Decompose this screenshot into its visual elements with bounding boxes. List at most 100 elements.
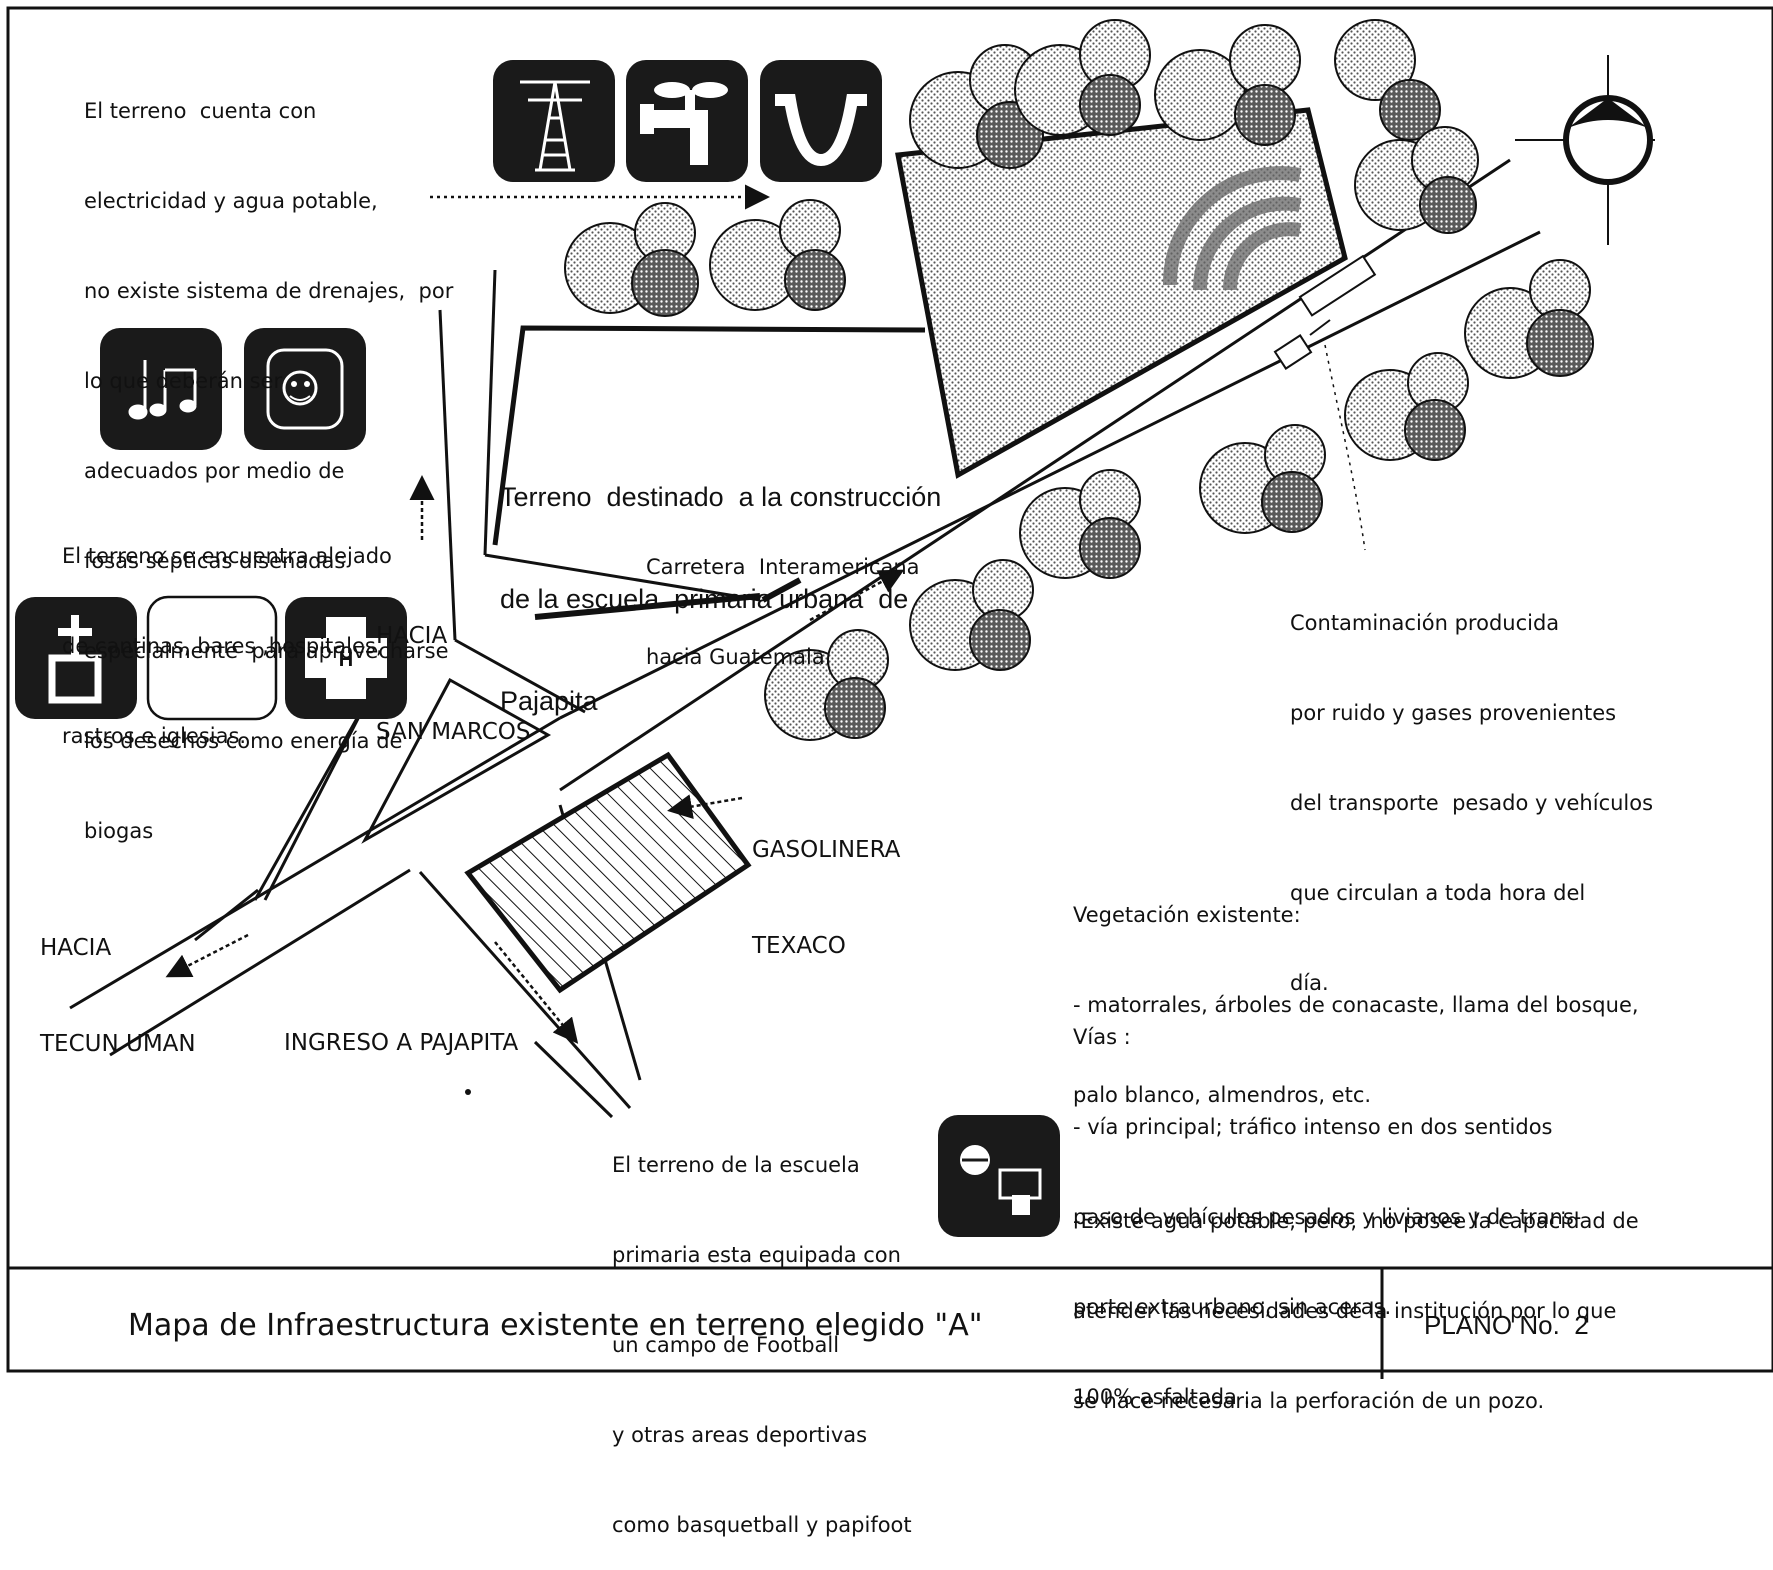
map-dot — [465, 1089, 471, 1095]
note-line: un campo de Football — [612, 1333, 840, 1357]
highway-edge-lower-west — [69, 716, 561, 1010]
note-line: - vía principal; tráfico intenso en dos … — [1073, 1115, 1553, 1139]
note-vegetation: Vegetación existente: - matorrales, árbo… — [1073, 840, 1639, 1140]
map-title: Mapa de Infraestructura existente en ter… — [128, 1308, 983, 1343]
tree-cluster-east — [1199, 259, 1594, 534]
note-line: no existe sistema de drenajes, por — [84, 279, 454, 303]
traffic-island — [361, 677, 552, 844]
stub-line-highway — [761, 577, 802, 603]
road-ingreso-left — [418, 871, 632, 1109]
label-line: GASOLINERA — [752, 837, 901, 863]
label-line: SAN MARCOS — [376, 719, 531, 745]
road-tecun-uman — [263, 704, 367, 901]
note-line: especialmente para aprovecharse — [84, 639, 449, 663]
direction-arrows — [165, 184, 905, 1044]
note-line: Vegetación existente: — [1073, 903, 1301, 927]
note-contamination: Contaminación producida por ruido y gase… — [1290, 548, 1653, 1028]
note-line: electricidad y agua potable, — [84, 189, 378, 213]
note-line: del transporte pesado y vehículos — [1290, 791, 1654, 815]
note-line: primaria esta equipada con — [612, 1243, 901, 1267]
label-line: HACIA — [40, 935, 112, 961]
label-line: HACIA — [376, 623, 448, 649]
road-san-marcos-right — [483, 269, 497, 556]
school-lot-boundary — [492, 325, 926, 546]
power-tower-icon — [493, 60, 615, 182]
note-line: rastros e iglesias. — [62, 724, 247, 748]
note-line: paso de vehículos pesados y livianos y d… — [1073, 1205, 1582, 1229]
tree-cluster-school — [564, 199, 846, 317]
note-line: Carretera Interamericana — [646, 555, 920, 579]
hospital-leader — [253, 712, 362, 901]
note-line: que circulan a toda hora del — [1290, 881, 1586, 905]
gas-station-parcel — [464, 751, 752, 994]
church-cross-icon — [15, 597, 137, 719]
hospital-icon: H — [285, 597, 407, 719]
label-line: TECUN UMAN — [40, 1031, 196, 1057]
bar-face-icon — [244, 328, 366, 450]
note-line: como basquetball y papifoot — [612, 1513, 912, 1537]
note-line: palo blanco, almendros, etc. — [1073, 1083, 1372, 1107]
svg-text:H: H — [339, 649, 353, 671]
note-distance: El terreno se encuentra alejado de canti… — [62, 481, 392, 781]
note-line: fosas sépticas disenadas — [84, 549, 346, 573]
label-tecun-uman: HACIA TECUN UMAN — [40, 868, 196, 1092]
note-line: adecuados por medio de — [84, 459, 345, 483]
road-junction-right — [484, 553, 761, 602]
contamination-leader — [1324, 344, 1366, 551]
stub-line-san-marcos — [534, 593, 761, 620]
note-line: los desechos como energía de — [84, 729, 403, 753]
note-line: de cantinas, bares ,hospitales, — [62, 634, 383, 658]
note-roads: Vías : - vía principal; tráfico intenso … — [1073, 962, 1581, 1442]
highway-edge-upper — [559, 230, 1541, 720]
note-water: -Existe agua potable; pero, no posee la … — [1073, 1146, 1639, 1446]
note-line: se hace necesaria la perforación de un p… — [1073, 1389, 1545, 1413]
tecun-leader — [194, 888, 259, 942]
plano-number: PLANO No. 2 — [1424, 1310, 1589, 1340]
arrow-pajapita — [494, 941, 579, 1044]
note-line: hacia Guatemala. — [646, 645, 832, 669]
water-faucet-icon — [626, 60, 748, 182]
note-line: Pajapita — [500, 686, 598, 716]
note-line: y otras areas deportivas — [612, 1423, 868, 1447]
note-line: atender las necesidades de la institució… — [1073, 1299, 1617, 1323]
north-arrow-icon — [1515, 55, 1655, 245]
note-line: Vías : — [1073, 1025, 1131, 1049]
road-san-marcos-left — [438, 309, 457, 641]
noise-waves — [1162, 166, 1302, 291]
label-san-marcos: HACIA SAN MARCOS — [376, 556, 530, 780]
tree-cluster-top — [909, 19, 1479, 234]
note-line: lo que deberán ser — [84, 369, 283, 393]
note-line: biogas — [84, 819, 154, 843]
note-line: Terreno destinado a la construcción — [500, 482, 942, 512]
note-line: día. — [1290, 971, 1329, 995]
arrow-gasolinera — [667, 794, 743, 819]
highway-edge-lower-sw — [109, 868, 411, 1057]
note-line: de la escuela primaria urbana de — [500, 584, 909, 614]
infrastructure-map: H — [6, 6, 1773, 1379]
tree-cluster-highway — [764, 469, 1141, 741]
note-services: El terreno cuenta con electricidad y agu… — [84, 36, 453, 876]
note-line: Contaminación producida — [1290, 611, 1560, 635]
note-site: Terreno destinado a la construcción de l… — [500, 412, 941, 752]
label-gasolinera: GASOLINERA TEXACO — [752, 770, 900, 994]
note-line: -Existe agua potable; pero, no posee la … — [1073, 1209, 1639, 1233]
note-line: El terreno se encuentra alejado — [62, 544, 392, 568]
label-line: TEXACO — [752, 933, 846, 959]
note-line: porte extraurbano, sin aceras. — [1073, 1295, 1392, 1319]
note-highway: Carretera Interamericana hacia Guatemala… — [646, 492, 920, 702]
drainage-pipe-icon — [760, 60, 882, 182]
blank-icon — [146, 595, 278, 721]
sheet-border — [6, 6, 1773, 1373]
road-junction-left — [454, 638, 586, 714]
label-ingreso: INGRESO A PAJAPITA — [284, 1030, 519, 1056]
note-line: El terreno de la escuela — [612, 1153, 860, 1177]
arrow-guatemala — [809, 569, 905, 622]
truck-icon — [1273, 254, 1377, 370]
music-notes-icon — [100, 328, 222, 450]
trees — [564, 19, 1594, 741]
note-line: El terreno cuenta con — [84, 99, 317, 123]
note-line: por ruido y gases provenientes — [1290, 701, 1617, 725]
note-line: - matorrales, árboles de conacaste, llam… — [1073, 993, 1639, 1017]
arrow-tecun-uman — [165, 933, 249, 978]
sports-leader — [533, 1040, 614, 1119]
